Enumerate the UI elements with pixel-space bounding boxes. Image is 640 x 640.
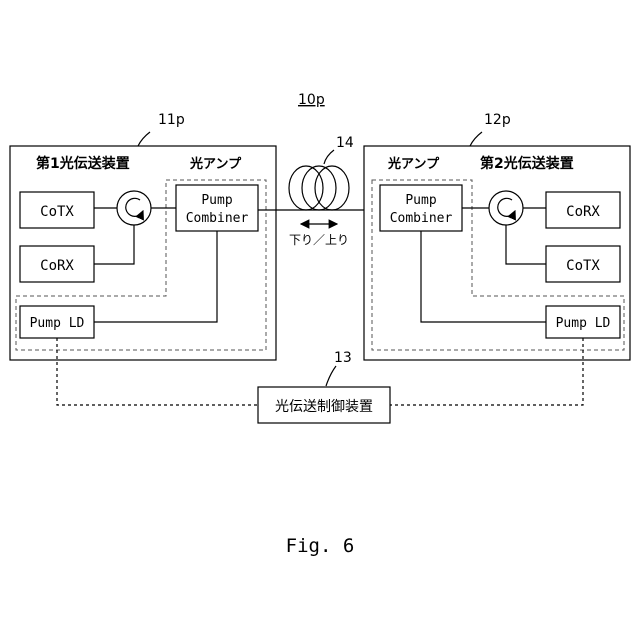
device1-circulator-icon bbox=[117, 191, 151, 225]
fiber-coil-icon bbox=[289, 166, 323, 210]
figure-caption: Fig. 6 bbox=[286, 535, 355, 557]
controller-ref-leader bbox=[326, 366, 336, 386]
device1-pump-combiner-line2: Combiner bbox=[186, 211, 249, 226]
system-ref-label: 10p bbox=[298, 92, 325, 108]
device1-ref-label: 11p bbox=[158, 112, 185, 128]
controller-ref-label: 13 bbox=[334, 350, 352, 366]
device2-ref-label: 12p bbox=[484, 112, 511, 128]
device1-group: 11p 第1光伝送装置 光アンプ CoTX CoRX Pump Combiner… bbox=[10, 112, 276, 360]
device1-pump-ld-label: Pump LD bbox=[30, 316, 85, 331]
device2-pump-ld-label: Pump LD bbox=[556, 316, 611, 331]
device1-cotx-label: CoTX bbox=[40, 204, 74, 220]
device2-cotx-label: CoTX bbox=[566, 258, 600, 274]
device2-pump-combiner-line2: Combiner bbox=[390, 211, 453, 226]
device2-corx-label: CoRX bbox=[566, 204, 600, 220]
device1-ref-leader bbox=[138, 132, 150, 146]
device2-group: 12p 光アンプ 第2光伝送装置 Pump Combiner CoRX CoTX… bbox=[364, 112, 630, 360]
device2-amp-label: 光アンプ bbox=[387, 156, 440, 172]
fiber-ref-leader bbox=[324, 150, 334, 164]
device2-pump-combiner-line1: Pump bbox=[405, 193, 436, 208]
fiber-coil-icon bbox=[302, 166, 336, 210]
device2-circulator-icon bbox=[489, 191, 523, 225]
controller-label: 光伝送制御装置 bbox=[275, 399, 373, 415]
device1-amp-label: 光アンプ bbox=[189, 156, 242, 172]
device1-pump-combiner-line1: Pump bbox=[201, 193, 232, 208]
fiber-ref-label: 14 bbox=[336, 135, 354, 151]
fiber-direction-label: 下り／上り bbox=[289, 233, 349, 247]
device1-title: 第1光伝送装置 bbox=[36, 155, 130, 172]
device2-ref-leader bbox=[470, 132, 482, 146]
fiber-coil-icon bbox=[315, 166, 349, 210]
device2-title: 第2光伝送装置 bbox=[480, 155, 574, 172]
device1-corx-label: CoRX bbox=[40, 258, 74, 274]
